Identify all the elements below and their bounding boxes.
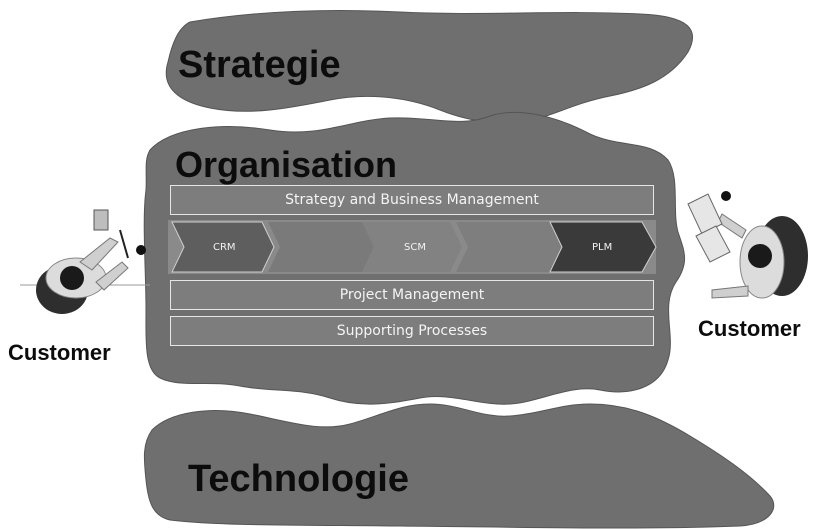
plm-label: PLM [592,242,613,253]
left-connector-dot [136,245,146,255]
project-management-bar: Project Management [170,280,654,310]
supporting-processes-bar: Supporting Processes [170,316,654,346]
left-arm2-icon [95,261,129,291]
strategy-business-management-bar: Strategy and Business Management [170,185,654,215]
right-customer-figure [687,193,808,299]
technology-blob [143,403,775,529]
pen-icon [119,229,129,259]
left-customer-figure [36,209,129,314]
document-icon-1 [687,193,723,235]
right-connector-dot [721,191,731,201]
strategy-blob [165,9,693,124]
document-icon-2 [695,225,731,263]
crm-chevron [171,221,275,273]
organisation-layer-label: Organisation [175,144,398,185]
plm-chevron [549,221,657,273]
scm-chevron [362,222,462,272]
left-head-icon [60,266,84,290]
right-head-icon [748,244,772,268]
left-customer-label: Customer [8,340,111,365]
mid-chevron-1 [268,222,374,272]
calculator-icon [93,209,109,231]
technology-layer-label: Technologie [188,458,409,500]
right-arm2-icon [711,285,749,299]
right-customer-label: Customer [698,316,801,341]
crm-label: CRM [213,242,236,253]
left-arm-icon [79,237,119,271]
mid-chevron-2 [456,222,564,272]
right-arm-icon [717,213,747,239]
scm-label: SCM [404,242,426,253]
strategy-layer-label: Strategie [178,44,341,86]
